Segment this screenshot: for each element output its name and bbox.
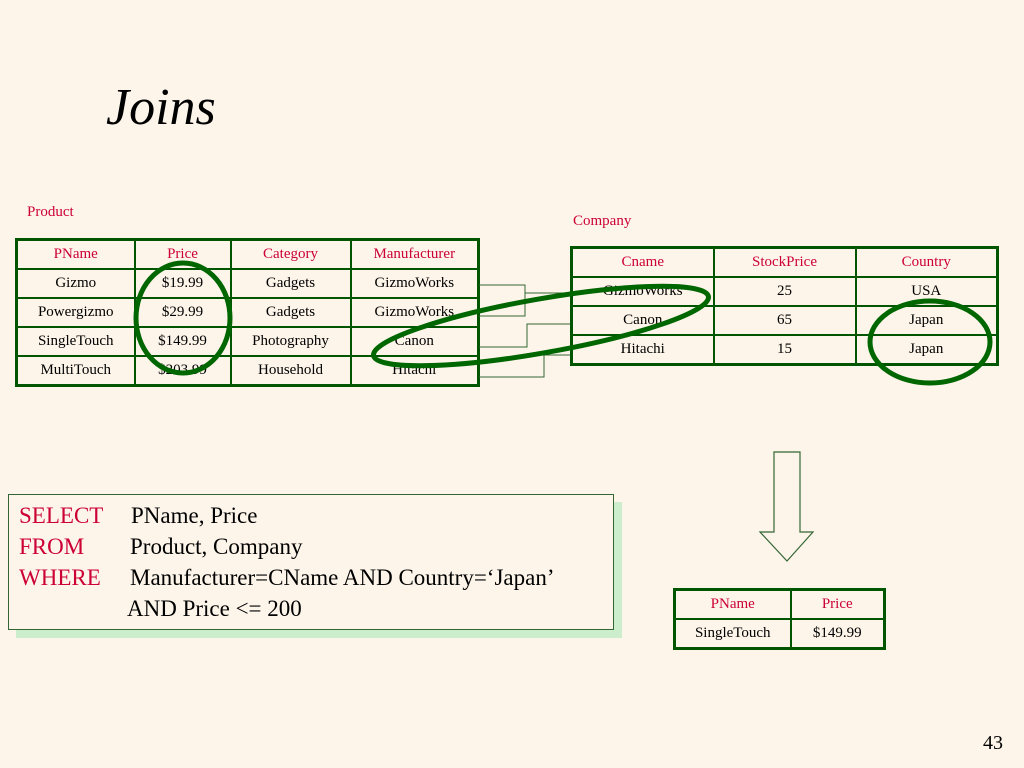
table-cell: Japan	[854, 334, 999, 366]
column-header: PName	[15, 238, 136, 270]
table-row: SingleTouch $149.99	[673, 618, 886, 650]
table-cell: USA	[854, 276, 999, 307]
table-cell: 25	[712, 276, 857, 307]
table-cell: Hitachi	[570, 334, 715, 366]
product-table: PName Price Category Manufacturer Gizmo …	[15, 238, 480, 387]
table-cell: $203.99	[133, 355, 232, 387]
from-clause: Product, Company	[130, 534, 303, 559]
table-cell: Powergizmo	[15, 297, 136, 328]
column-header: Country	[854, 246, 999, 278]
table-row: GizmoWorks 25 USA	[570, 276, 999, 307]
select-line: SELECT PName, Price	[19, 503, 257, 529]
table-cell: Hitachi	[349, 355, 480, 387]
table-cell: Photography	[229, 326, 352, 357]
column-header: Price	[789, 588, 886, 620]
select-clause: PName, Price	[131, 503, 258, 528]
table-header-row: Cname StockPrice Country	[570, 246, 999, 278]
table-row: Hitachi 15 Japan	[570, 334, 999, 366]
column-header: Cname	[570, 246, 715, 278]
table-cell: Canon	[349, 326, 480, 357]
down-arrow-icon	[758, 451, 815, 562]
table-row: SingleTouch $149.99 Photography Canon	[15, 326, 480, 357]
table-cell: $19.99	[133, 268, 232, 299]
where-clause: Manufacturer=CName AND Country=‘Japan’	[130, 565, 555, 590]
slide-title: Joins	[106, 79, 216, 136]
from-line: FROM Product, Company	[19, 534, 303, 560]
and-line: AND Price <= 200	[127, 596, 302, 621]
table-cell: $149.99	[789, 618, 886, 650]
table-cell: GizmoWorks	[349, 297, 480, 328]
table-cell: 65	[712, 305, 857, 336]
page-number: 43	[983, 732, 1003, 754]
company-table: Cname StockPrice Country GizmoWorks 25 U…	[570, 246, 999, 366]
table-cell: Canon	[570, 305, 715, 336]
table-cell: Gadgets	[229, 268, 352, 299]
table-cell: SingleTouch	[673, 618, 792, 650]
column-header: StockPrice	[712, 246, 857, 278]
table-row: Gizmo $19.99 Gadgets GizmoWorks	[15, 268, 480, 299]
table-cell: GizmoWorks	[349, 268, 480, 299]
where-line: WHERE Manufacturer=CName AND Country=‘Jap…	[19, 565, 555, 591]
table-cell: $29.99	[133, 297, 232, 328]
result-table: PName Price SingleTouch $149.99	[673, 588, 886, 650]
column-header: Category	[229, 238, 352, 270]
table-cell: GizmoWorks	[570, 276, 715, 307]
table-cell: Japan	[854, 305, 999, 336]
table-row: Canon 65 Japan	[570, 305, 999, 336]
select-keyword: SELECT	[19, 503, 104, 528]
table-header-row: PName Price	[673, 588, 886, 620]
column-header: PName	[673, 588, 792, 620]
column-header: Price	[133, 238, 232, 270]
table-cell: SingleTouch	[15, 326, 136, 357]
column-header: Manufacturer	[349, 238, 480, 270]
table-header-row: PName Price Category Manufacturer	[15, 238, 480, 270]
table-cell: $149.99	[133, 326, 232, 357]
join-connector-lines	[479, 284, 570, 378]
table-row: MultiTouch $203.99 Household Hitachi	[15, 355, 480, 387]
product-caption: Product	[27, 204, 74, 220]
table-cell: 15	[712, 334, 857, 366]
where-keyword: WHERE	[19, 565, 101, 590]
table-cell: Gizmo	[15, 268, 136, 299]
table-cell: MultiTouch	[15, 355, 136, 387]
table-cell: Gadgets	[229, 297, 352, 328]
from-keyword: FROM	[19, 534, 85, 559]
company-caption: Company	[573, 213, 632, 229]
table-cell: Household	[229, 355, 352, 387]
table-row: Powergizmo $29.99 Gadgets GizmoWorks	[15, 297, 480, 328]
